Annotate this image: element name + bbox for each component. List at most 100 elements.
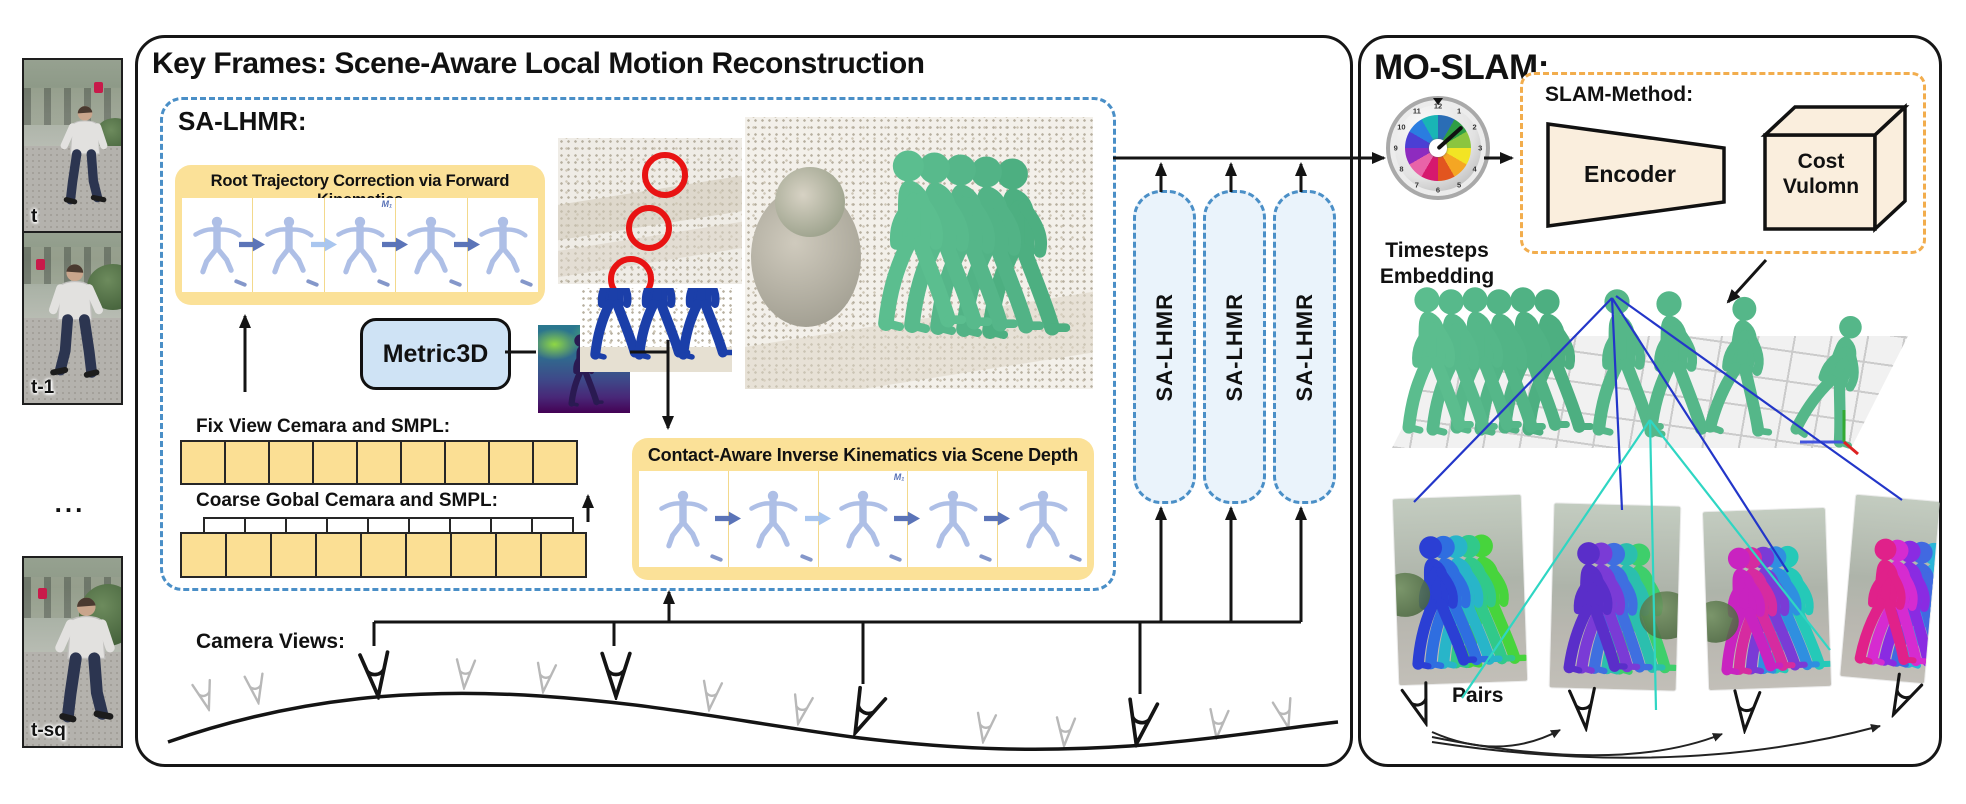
token-cell [315,532,362,578]
token-cell [180,440,226,485]
smpl-figure-icon [263,214,315,276]
root-trajectory-module: Root Trajectory Correction via Forward K… [175,165,545,305]
fix-view-token-row [180,440,578,485]
pill-label: SA-LHMR [1151,292,1177,402]
encoder-trapezoid [1546,121,1726,229]
input-frame-t-sq: t-sq [22,556,123,748]
camera-icon [696,678,726,713]
reconstructed-scene-image [745,117,1093,389]
reprojection-photo-2 [1549,503,1681,691]
cost-volume-line2: Vulomn [1782,175,1860,198]
feet-contact-image [580,288,732,372]
sa-lhmr-pill-2: SA-LHMR [1203,190,1266,504]
smpl-figure-icon [747,488,799,550]
frame-label: t-1 [31,377,55,398]
token-cell [532,440,578,485]
reprojection-photo-4 [1840,494,1940,684]
contact-aware-module: Contact-Aware Inverse Kinematics via Sce… [632,438,1094,580]
sa-lhmr-dashed-box [160,97,1116,591]
smpl-figure-cell [467,198,538,292]
smpl-figure-cell [728,471,818,567]
green-mesh-walkers [865,145,1075,385]
sa-lhmr-label: SA-LHMR: [178,106,307,136]
coarse-global-label: Coarse Gobal Cemara and SMPL: [196,490,498,511]
smpl-figure-icon [405,214,457,276]
smpl-figure-cell: M₁ [324,198,395,292]
smpl-sequence: M₁ [639,471,1087,567]
red-sign [38,588,47,599]
camera-icon [240,671,271,707]
camera-icon [1051,715,1079,749]
pavement [24,318,121,403]
axis-gizmo-icon [1800,410,1859,456]
smpl-figure-icon [837,488,889,550]
keyframe-camera-icon [596,650,636,700]
timesteps-embedding-label: Timesteps Embedding [1352,238,1522,290]
camera-views-label: Camera Views: [196,630,346,653]
camera-icon [530,660,560,695]
sa-lhmr-pill-1: SA-LHMR [1133,190,1196,504]
smpl-figure-cell: M₁ [818,471,908,567]
keyframe-camera-icon [353,648,398,702]
step-arrow-icon [311,236,337,253]
smpl-figure-icon [657,488,709,550]
token-cell [495,532,542,578]
step-arrow-icon [382,236,408,253]
step-arrow-icon [715,510,741,527]
encoder-label: Encoder [1583,161,1677,187]
token-cell [444,440,490,485]
keyframe-camera-icon [1116,695,1164,751]
cost-volume-cube [1760,102,1910,234]
frame-label: t [31,206,38,227]
timesteps-line1: Timesteps [1385,239,1489,262]
matrix-annotation: M₁ [381,199,393,209]
metric3d-box: Metric3D [360,318,511,390]
timesteps-line2: Embedding [1379,265,1495,288]
contact-module-title: Contact-Aware Inverse Kinematics via Sce… [647,445,1079,465]
frame-label: t-sq [31,720,66,741]
smpl-figure-icon [334,214,386,276]
smpl-figure-cell [997,471,1087,567]
encoder-block: Encoder [1545,121,1727,229]
pairs-label: Pairs [1452,684,1504,707]
smpl-figure-icon [477,214,529,276]
step-arrow-icon [239,236,265,253]
step-arrow-icon [805,510,831,527]
slam-method-box: SLAM-Method: Encoder Cost Vulomn [1520,72,1926,254]
coarse-global-token-row [180,532,587,578]
smpl-figure-cell [907,471,997,567]
token-cell [400,440,446,485]
reprojection-photo-3 [1702,507,1832,691]
token-cell [405,532,452,578]
matrix-annotation: M₁ [893,472,905,482]
step-arrow-icon [984,510,1010,527]
red-sign [36,259,45,270]
pill-label: SA-LHMR [1221,292,1247,402]
input-frame-t-1: t-1 [22,231,123,405]
clock-top-marker [1433,98,1443,105]
smpl-figure-icon [927,488,979,550]
keyframes-title: Key Frames: Scene-Aware Local Motion Rec… [152,47,925,80]
token-cell [360,532,407,578]
pill-label: SA-LHMR [1291,292,1317,402]
cost-volume-block: Cost Vulomn [1759,97,1911,239]
blue-legs-silhouette [670,288,732,364]
token-cell [268,440,314,485]
pair-camera-icon [1726,687,1765,735]
pedestrian [46,261,106,383]
smpl-figure-cell [252,198,323,292]
token-cell [356,440,402,485]
token-cell [224,440,270,485]
pedestrian [52,588,118,734]
frames-ellipsis: ... [54,488,86,518]
pair-camera-icon [1564,684,1605,734]
cost-volume-line1: Cost [1797,150,1845,173]
cost-volume-label: Cost Vulomn [1763,149,1879,199]
token-cell [488,440,534,485]
token-cell [312,440,358,485]
camera-icon [451,657,479,691]
rock [775,167,845,237]
token-cell [225,532,272,578]
